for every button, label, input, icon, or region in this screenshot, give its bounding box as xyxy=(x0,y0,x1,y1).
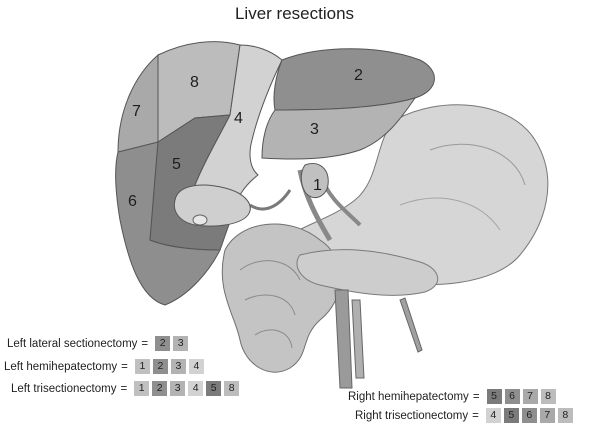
resection-equals: = xyxy=(121,361,128,373)
segment-box-6: 6 xyxy=(522,408,537,423)
resection-name: Left hemihepatectomy xyxy=(4,361,117,373)
resection-name: Right trisectionectomy xyxy=(355,410,468,422)
segment-box-7: 7 xyxy=(540,408,555,423)
segment-box-2: 2 xyxy=(153,359,168,374)
segment-label-6: 6 xyxy=(128,193,137,210)
segment-box-1: 1 xyxy=(135,359,150,374)
resection-row: Right hemihepatectomy = 5 6 7 8 xyxy=(348,388,556,405)
segment-label-4: 4 xyxy=(234,110,243,127)
resection-equals: = xyxy=(472,410,479,422)
resection-row: Left hemihepatectomy = 1 2 3 4 xyxy=(4,358,204,375)
segment-box-3: 3 xyxy=(173,336,188,351)
aorta xyxy=(352,300,364,378)
segment-box-8: 8 xyxy=(224,381,239,396)
segment-box-3: 3 xyxy=(170,381,185,396)
segment-box-3: 3 xyxy=(171,359,186,374)
segment-box-2: 2 xyxy=(155,336,170,351)
segment-box-5: 5 xyxy=(504,408,519,423)
segment-label-3: 3 xyxy=(310,121,319,138)
resection-name: Right hemihepatectomy xyxy=(348,391,469,403)
segment-box-1: 1 xyxy=(134,381,149,396)
segment-box-8: 8 xyxy=(541,389,556,404)
resection-row: Right trisectionectomy = 4 5 6 7 8 xyxy=(355,407,573,424)
resection-row: Left lateral sectionectomy = 2 3 xyxy=(7,335,188,352)
resection-row: Left trisectionectomy = 1 2 3 4 5 8 xyxy=(11,380,239,397)
resection-equals: = xyxy=(120,383,127,395)
vessel xyxy=(400,298,422,352)
segment-box-4: 4 xyxy=(486,408,501,423)
duct xyxy=(250,190,290,209)
segment-box-4: 4 xyxy=(188,381,203,396)
segment-box-2: 2 xyxy=(152,381,167,396)
resection-equals: = xyxy=(141,338,148,350)
vena-cava xyxy=(335,290,352,388)
segment-box-5: 5 xyxy=(206,381,221,396)
resection-name: Left lateral sectionectomy xyxy=(7,338,137,350)
segment-box-5: 5 xyxy=(487,389,502,404)
resection-equals: = xyxy=(473,391,480,403)
segment-box-4: 4 xyxy=(189,359,204,374)
segment-label-5: 5 xyxy=(172,156,181,173)
segment-label-7: 7 xyxy=(132,103,141,120)
resection-name: Left trisectionectomy xyxy=(11,383,116,395)
segment-label-1: 1 xyxy=(313,177,322,194)
segment-box-6: 6 xyxy=(505,389,520,404)
segment-label-8: 8 xyxy=(190,74,199,91)
segment-label-2: 2 xyxy=(354,67,363,84)
segment-box-8: 8 xyxy=(558,408,573,423)
segment-box-7: 7 xyxy=(523,389,538,404)
gallbladder-stone xyxy=(193,215,207,225)
